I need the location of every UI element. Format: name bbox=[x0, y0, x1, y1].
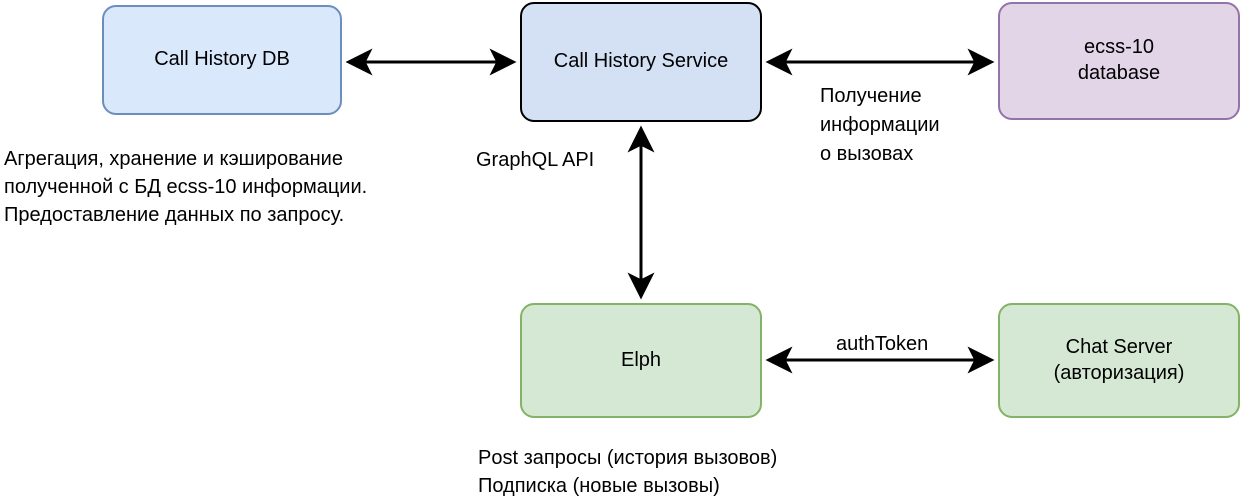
node-chat-server[interactable]: Chat Server (авторизация) bbox=[998, 303, 1240, 418]
node-call-history-service[interactable]: Call History Service bbox=[520, 2, 762, 122]
note-call-history-db: Агрегация, хранение и кэширование получе… bbox=[4, 148, 368, 226]
edge-label-ecss-link: Получение информации о вызовах bbox=[820, 85, 940, 165]
edge-label-auth-token: authToken bbox=[836, 333, 929, 355]
node-ecss-10-database[interactable]: ecss-10 database bbox=[998, 2, 1240, 120]
node-elph[interactable]: Elph bbox=[520, 303, 762, 418]
node-call-history-db[interactable]: Call History DB bbox=[102, 5, 342, 115]
note-elph: Post запросы (история вызовов) Подписка … bbox=[478, 447, 778, 497]
edge-label-graphql-api: GraphQL API bbox=[476, 149, 595, 171]
